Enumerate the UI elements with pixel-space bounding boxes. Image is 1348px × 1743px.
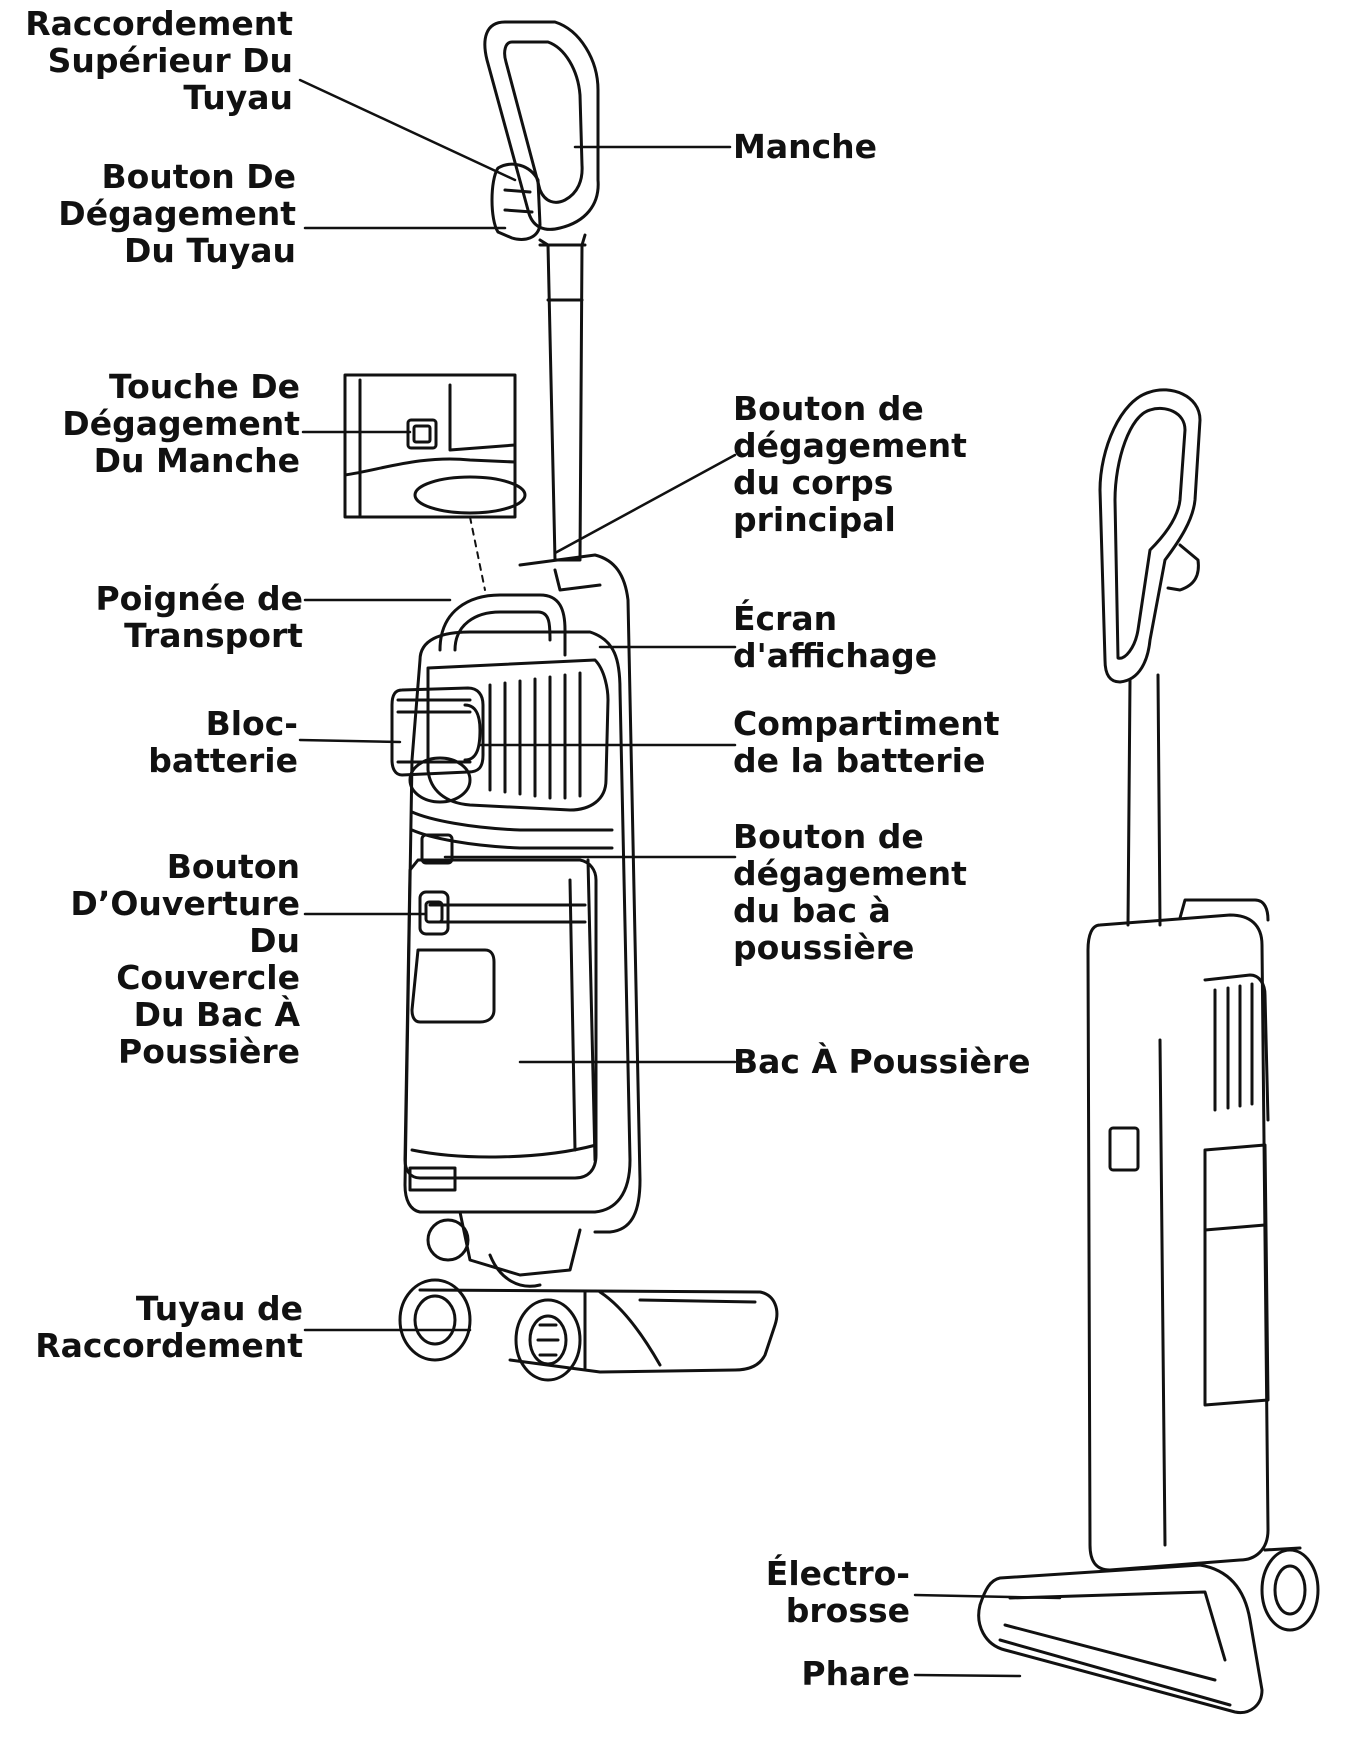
handle-drawing <box>483 20 600 231</box>
leader-bloc-batterie <box>298 738 402 744</box>
shaft-drawing <box>538 233 587 562</box>
main-vacuum-drawing <box>390 20 779 1382</box>
leader-phare <box>913 1673 1022 1678</box>
inset-detail <box>343 373 527 591</box>
label-bouton-ouverture-couvercle: Bouton D’Ouverture Du Couvercle Du Bac À… <box>70 847 300 1071</box>
label-poignee-transport: Poignée de Transport <box>95 579 303 655</box>
label-touche-degagement-manche: Touche De Dégagement Du Manche <box>62 367 300 480</box>
label-ecran-affichage: Écran d'affichage <box>733 599 938 675</box>
label-bouton-degagement-tuyau: Bouton De Dégagement Du Tuyau <box>58 157 296 270</box>
leader-corps <box>553 453 737 555</box>
label-bouton-degagement-corps: Bouton de dégagement du corps principal <box>733 389 967 539</box>
label-electro-brosse: Électro- brosse <box>765 1554 910 1630</box>
leader-raccordement <box>298 78 517 182</box>
label-bloc-batterie: Bloc- batterie <box>148 704 298 780</box>
dust-bin-drawing <box>403 858 598 1180</box>
label-phare: Phare <box>801 1654 910 1693</box>
label-bac-poussiere: Bac À Poussière <box>733 1042 1031 1081</box>
label-manche: Manche <box>733 127 878 166</box>
label-tuyau-raccordement: Tuyau de Raccordement <box>35 1289 303 1365</box>
main-body-drawing <box>518 553 642 1234</box>
label-compartiment-batterie: Compartiment de la batterie <box>733 704 1000 780</box>
label-bouton-degagement-bac: Bouton de dégagement du bac à poussière <box>733 817 967 967</box>
label-raccordement-superieur: Raccordement Supérieur Du Tuyau <box>25 4 293 117</box>
neck-drawing <box>458 1210 582 1277</box>
leader-electro <box>913 1593 1062 1600</box>
wheels <box>398 1278 582 1382</box>
floor-head-drawing <box>418 1288 779 1374</box>
hose-release-knob <box>490 162 542 241</box>
vent-slats <box>488 671 582 800</box>
leader-lines <box>298 78 1062 1678</box>
carry-handle-drawing <box>438 593 567 657</box>
